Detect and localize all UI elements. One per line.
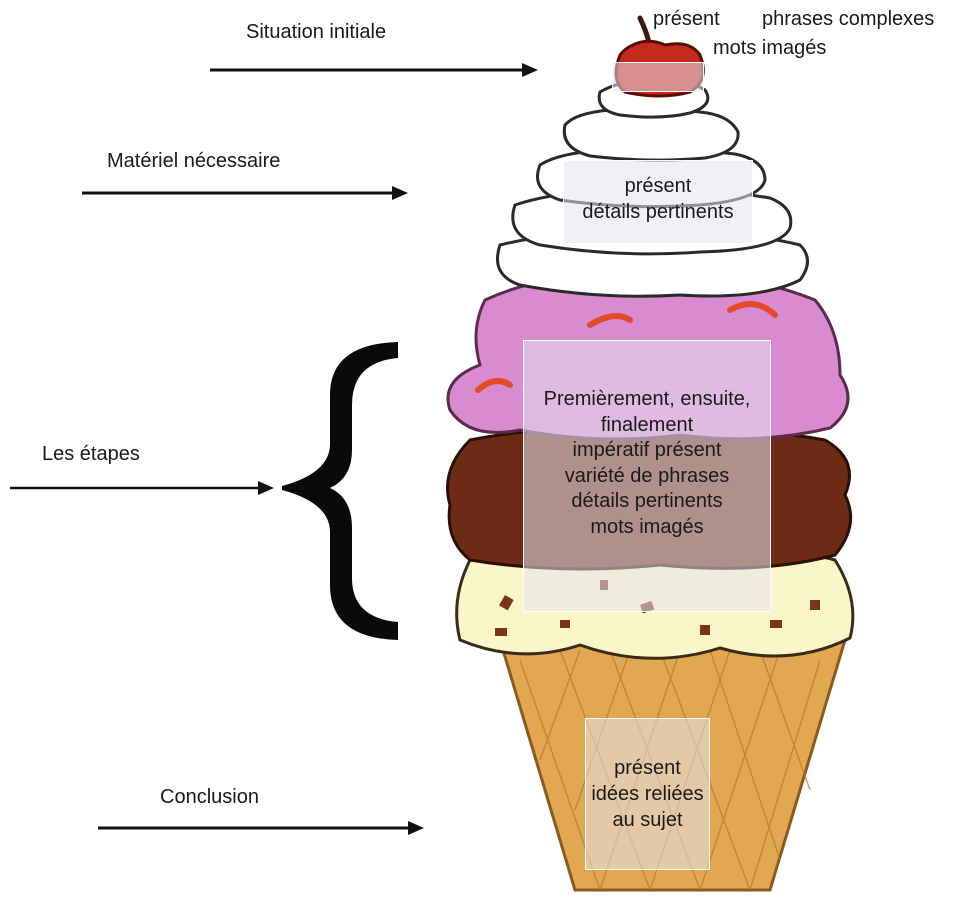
cherry-text-present: présent [653,8,720,30]
scoops-line: impératif présent [572,439,722,462]
arrow-conclusion [98,821,424,835]
label-conclusion: Conclusion [160,786,259,808]
label-les-etapes: Les étapes [42,443,140,465]
cone-line: idées reliées [591,783,704,805]
scoops-text-box: Premièrement, ensuite, finalement impéra… [523,340,771,612]
cream-text-box: présent détails pertinents [563,160,753,244]
cream-line: présent [624,175,692,197]
scoops-line: finalement [600,413,694,436]
cone-text-box: présent idées reliées au sujet [585,718,710,870]
cherry-text-phrases: phrases complexes [762,8,935,30]
scoops-line: Premièrement, ensuite, [543,388,751,410]
curly-brace-icon [282,342,398,640]
label-materiel-necessaire: Matériel nécessaire [107,150,281,172]
cherry-box [612,62,704,92]
cone-line: au sujet [612,809,683,831]
arrow-materiel [82,186,408,200]
label-situation-initiale: Situation initiale [246,21,387,43]
scoops-line: détails pertinents [571,490,723,513]
scoops-line: variété de phrases [564,464,730,487]
cherry-text-mots: mots imagés [713,37,827,59]
scoops-line: mots imagés [590,515,704,538]
arrow-etapes [10,481,274,495]
cream-line: détails pertinents [582,201,734,223]
arrow-situation [210,63,538,77]
cone-line: présent [614,757,681,779]
